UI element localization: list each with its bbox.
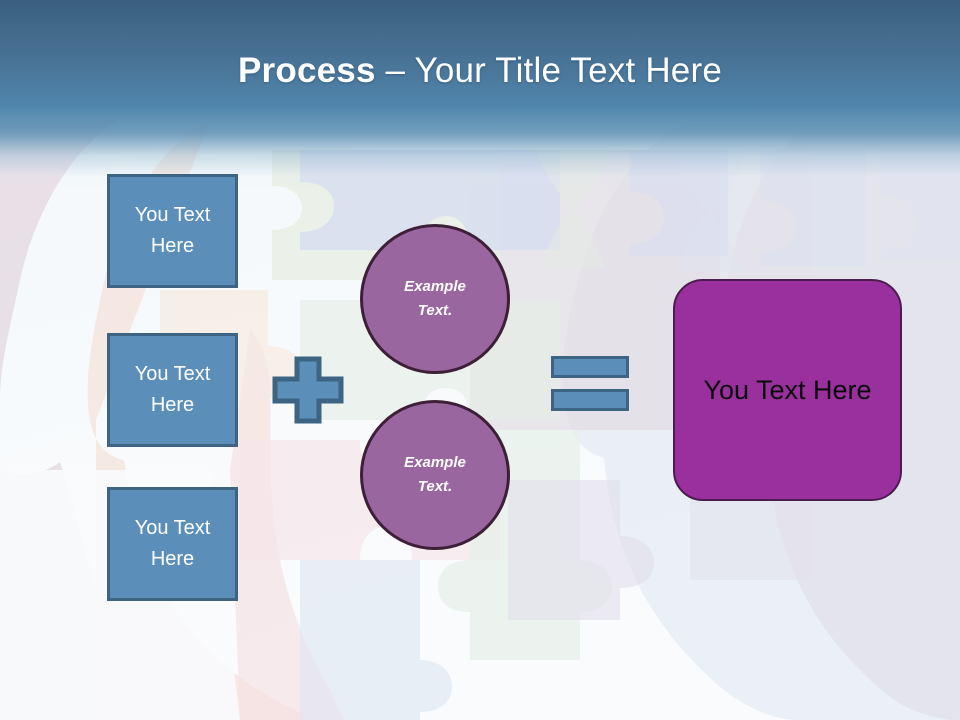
input-box-1[interactable]: You Text Here — [107, 174, 238, 288]
example-circle-1[interactable]: Example Text. — [360, 224, 510, 374]
result-box-label: You Text Here — [703, 375, 872, 405]
example-circle-1-label: Example Text. — [404, 278, 466, 319]
equals-bar-top — [551, 356, 629, 378]
page-title-normal: – Your Title Text Here — [375, 51, 722, 90]
example-circle-2-label: Example Text. — [404, 454, 466, 495]
equals-icon — [551, 356, 629, 420]
page-title-bold: Process — [238, 51, 376, 90]
input-box-2-label: You Text Here — [134, 363, 211, 416]
result-box[interactable]: You Text Here — [673, 279, 902, 501]
input-box-3-label: You Text Here — [134, 517, 211, 570]
input-box-1-label: You Text Here — [134, 204, 211, 257]
example-circle-2[interactable]: Example Text. — [360, 400, 510, 550]
input-box-3[interactable]: You Text Here — [107, 487, 238, 601]
plus-icon — [272, 356, 344, 424]
input-box-2[interactable]: You Text Here — [107, 333, 238, 447]
equals-bar-bottom — [551, 389, 629, 411]
page-title: Process – Your Title Text Here — [0, 50, 960, 92]
